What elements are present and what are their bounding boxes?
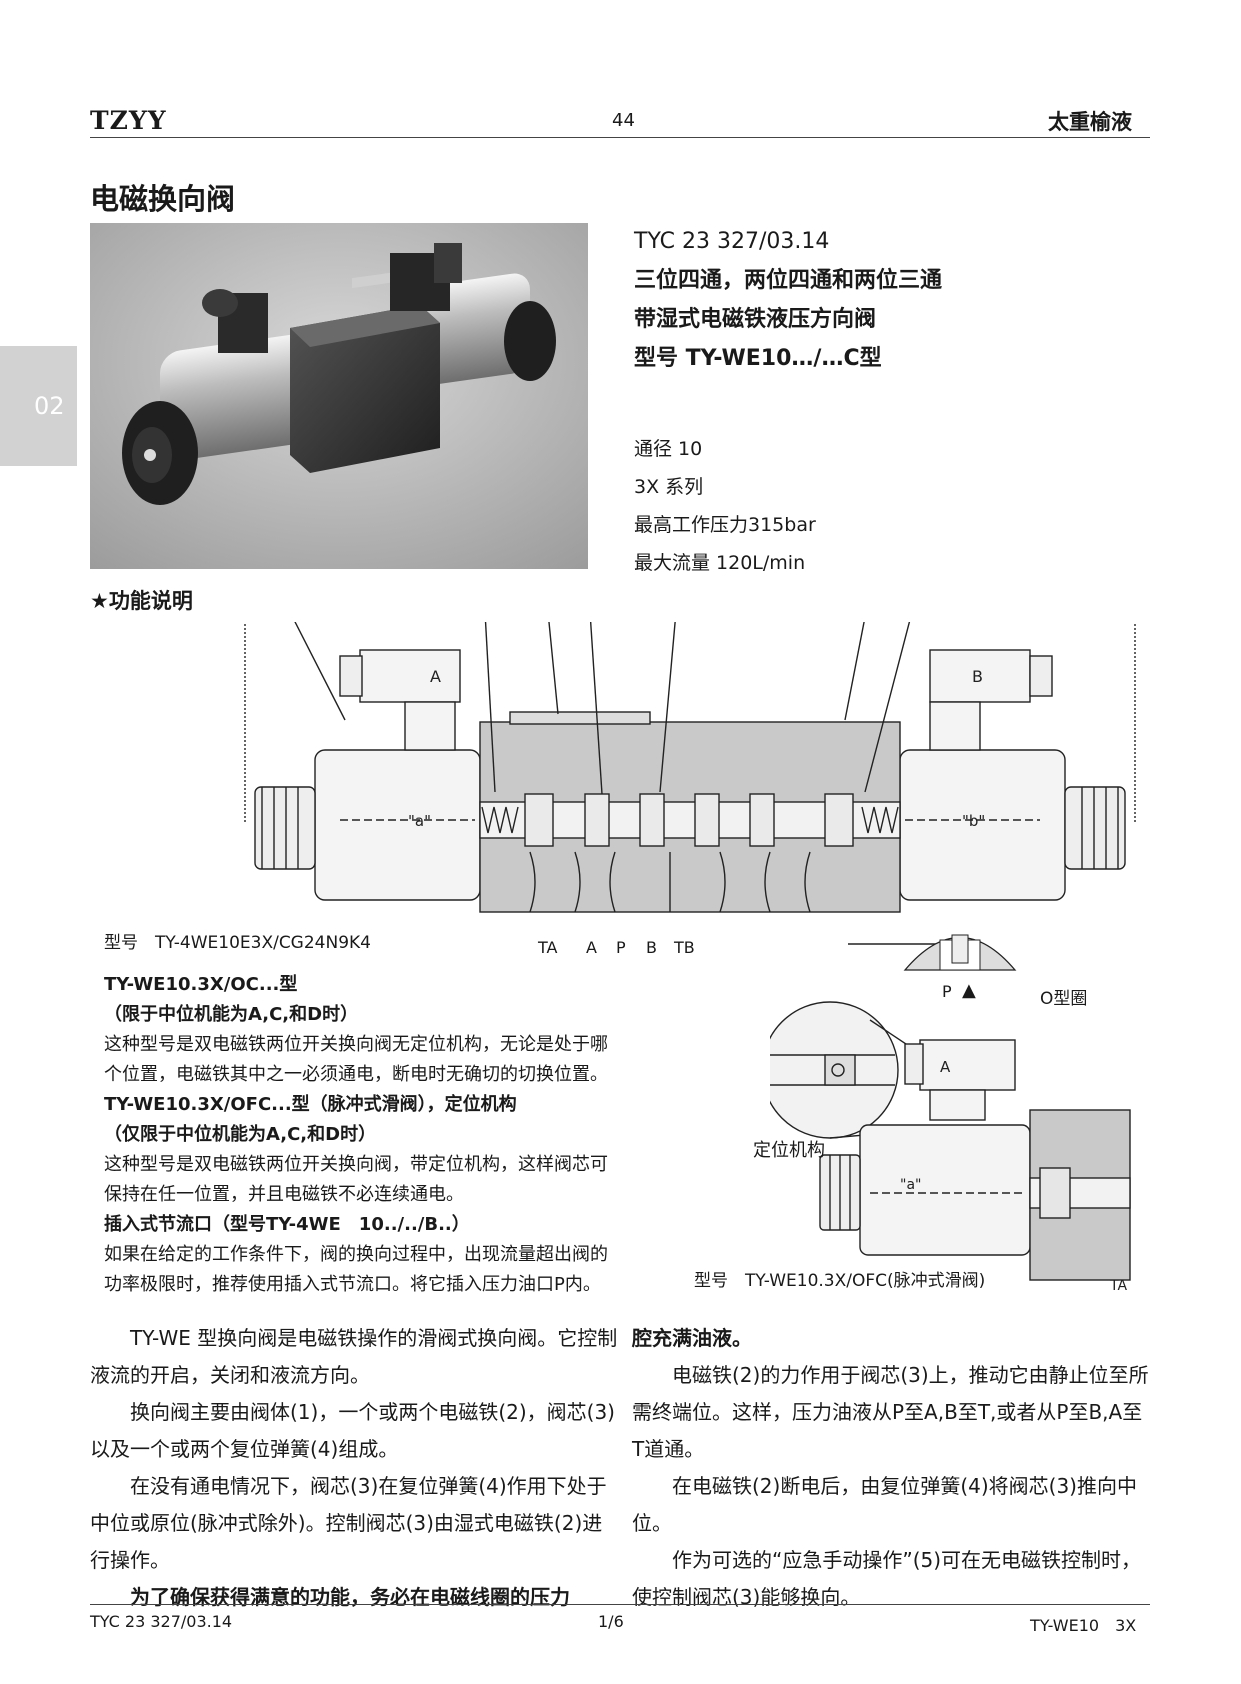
section-heading-function: ★功能说明 [90, 589, 193, 613]
variant-notes: TY-WE10.3X/OC...型 （限于中位机能为A,C,和D时） 这种型号是… [104, 970, 664, 1300]
doc-model: 型号 TY-WE10…/…C型 [634, 346, 882, 371]
body-paragraph: 在没有通电情况下，阀芯(3)在复位弹簧(4)作用下处于中位或原位(脉冲式除外)。… [90, 1474, 607, 1572]
solenoid-a-label: A [430, 667, 441, 686]
body-paragraph: 腔充满油液。 [632, 1326, 752, 1350]
body-paragraph: TY-WE 型换向阀是电磁铁操作的滑阀式换向阀。它控制液流的开启，关闭和液流方向… [90, 1326, 618, 1387]
spec-list: 通径 10 3X 系列 最高工作压力315bar 最大流量 120L/min [634, 430, 816, 582]
model-number-1: 型号 TY-4WE10E3X/CG24N9K4 [104, 933, 371, 953]
note-line: TY-WE10.3X/OC...型 [104, 974, 298, 995]
detent-mechanism-diagram: A "a" TA [770, 1001, 1131, 1290]
note-line: （限于中位机能为A,C,和D时） [104, 1004, 359, 1025]
body-paragraph: 换向阀主要由阀体(1)，一个或两个电磁铁(2)，阀芯(3)以及一个或两个复位弹簧… [90, 1400, 615, 1461]
note-line: 如果在给定的工作条件下，阀的换向过程中，出现流量超出阀的 [104, 1244, 608, 1265]
page-title: 电磁换向阀 [90, 182, 236, 216]
port-a-label: A [586, 938, 597, 957]
body-paragraph: 为了确保获得满意的功能，务必在电磁线圈的压力 [130, 1585, 570, 1609]
pressure-arrow-icon: ▲ [962, 980, 976, 1001]
page-number: 44 [612, 110, 635, 131]
note-line: 功率极限时，推荐使用插入式节流口。将它插入压力油口P内。 [104, 1274, 601, 1295]
document-info: TYC 23 327/03.14 三位四通，两位四通和两位三通 带湿式电磁铁液压… [634, 222, 942, 378]
note-line: （仅限于中位机能为A,C,和D时） [104, 1124, 377, 1145]
detent-solenoid-label: A [940, 1058, 951, 1076]
port-b-label: B [646, 938, 657, 957]
note-line: 保持在任一位置，并且电磁铁不必连续通电。 [104, 1184, 464, 1205]
note-line: 这种型号是双电磁铁两位开关换向阀，带定位机构，这样阀芯可 [104, 1154, 608, 1175]
position-b-label: "b" [962, 812, 985, 830]
company-name: 太重榆液 [1048, 110, 1132, 134]
doc-subtitle-1: 三位四通，两位四通和两位三通 [634, 268, 943, 293]
note-line: 个位置，电磁铁其中之一必须通电，断电时无确切的切换位置。 [104, 1064, 608, 1085]
product-photo [90, 223, 588, 569]
orifice-detail [903, 934, 1017, 971]
header-divider [90, 137, 1150, 138]
position-a-label: "a" [408, 812, 431, 830]
footer-model-series: TY-WE10 3X [1030, 1616, 1137, 1635]
model-number-2: 型号 TY-WE10.3X/OFC(脉冲式滑阀) [694, 1271, 986, 1291]
spec-series: 3X 系列 [634, 476, 704, 498]
body-paragraph: 在电磁铁(2)断电后，由复位弹簧(4)将阀芯(3)推向中位。 [632, 1474, 1137, 1535]
detent-position-label: "a" [900, 1177, 921, 1193]
footer-divider [90, 1604, 1150, 1605]
solenoid-b-label: B [972, 667, 983, 686]
port-ta-label: TA [538, 938, 558, 957]
o-ring-label: O型圈 [1040, 989, 1088, 1009]
port-tb-label: TB [674, 938, 695, 957]
doc-number: TYC 23 327/03.14 [634, 229, 830, 254]
body-paragraph: 电磁铁(2)的力作用于阀芯(3)上，推动它由静止位至所需终端位。这样，压力油液从… [632, 1363, 1149, 1461]
detent-label: 定位机构 [753, 1140, 825, 1161]
footer-page-count: 1/6 [598, 1612, 624, 1631]
body-column-left: TY-WE 型换向阀是电磁铁操作的滑阀式换向阀。它控制液流的开启，关闭和液流方向… [90, 1320, 618, 1616]
brand-logo-text: TZYY [90, 106, 167, 135]
spec-pressure: 最高工作压力315bar [634, 514, 816, 536]
chapter-number: 02 [34, 392, 65, 420]
spec-size: 通径 10 [634, 438, 703, 460]
note-line: TY-WE10.3X/OFC...型（脉冲式滑阀），定位机构 [104, 1094, 517, 1115]
body-column-right: 腔充满油液。 电磁铁(2)的力作用于阀芯(3)上，推动它由静止位至所需终端位。这… [632, 1320, 1152, 1616]
body-paragraph: 作为可选的“应急手动操作”(5)可在无电磁铁控制时，使控制阀芯(3)能够换向。 [632, 1548, 1142, 1609]
doc-subtitle-2: 带湿式电磁铁液压方向阀 [634, 307, 877, 332]
chapter-tab: 02 [0, 346, 77, 466]
footer-doc-number: TYC 23 327/03.14 [90, 1612, 233, 1631]
port-p-label: P [616, 938, 626, 957]
detent-port-label: TA [1109, 1278, 1127, 1290]
spec-flow: 最大流量 120L/min [634, 552, 806, 574]
note-line: 插入式节流口（型号TY-4WE 10../../B..） [104, 1214, 470, 1235]
pressure-port-p-label: P [942, 982, 952, 1001]
valve-section-diagram: 5 2 4 1 3 4 2 5 A B "a" "b" [244, 622, 1136, 945]
note-line: 这种型号是双电磁铁两位开关换向阀无定位机构，无论是处于哪 [104, 1034, 608, 1055]
